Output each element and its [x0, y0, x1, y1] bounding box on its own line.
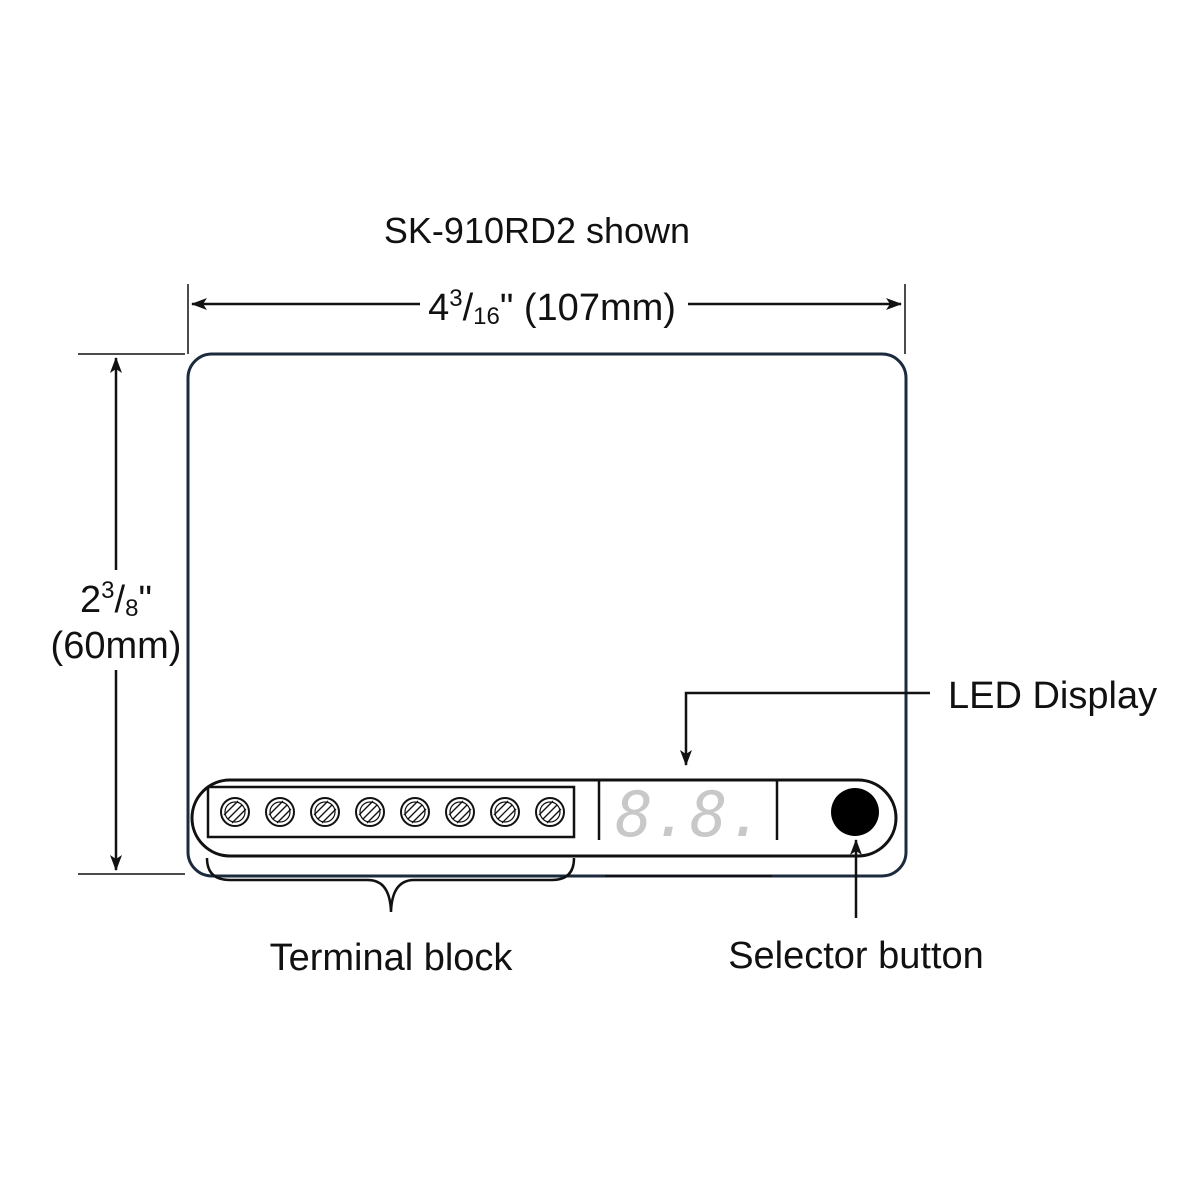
screw-slot — [317, 804, 333, 820]
screw-ring — [449, 801, 471, 823]
terminal-screw — [265, 797, 295, 827]
screw-slot — [358, 800, 374, 816]
screw-ring — [359, 801, 381, 823]
screw-slot — [493, 800, 509, 816]
front-strip: 8.8. — [190, 778, 898, 877]
led-display-label: LED Display — [948, 675, 1157, 717]
screw-slot — [313, 800, 329, 816]
terminal-screws — [220, 797, 565, 827]
terminal-screw — [535, 797, 565, 827]
screw-slot — [497, 804, 513, 820]
screw-slot — [362, 804, 378, 820]
screw-slot — [407, 804, 423, 820]
terminal-screw — [400, 797, 430, 827]
screw-slot — [403, 800, 419, 816]
height-dimension: 23/8" (60mm) — [51, 353, 185, 875]
screw-slot — [276, 808, 292, 824]
screw-ring — [269, 801, 291, 823]
screw-slot — [411, 808, 427, 824]
selector-button-label: Selector button — [728, 935, 984, 977]
screw-slot — [546, 808, 562, 824]
screw-ring — [494, 801, 516, 823]
width-dimension: 43/16" (107mm) — [187, 284, 906, 354]
diagram-title: SK-910RD2 shown — [384, 210, 690, 251]
screw-slot — [448, 800, 464, 816]
terminal-block-callout: Terminal block — [205, 857, 576, 979]
screw-ring — [539, 801, 561, 823]
screw-slot — [542, 804, 558, 820]
screw-ring — [224, 801, 246, 823]
screw-slot — [321, 808, 337, 824]
screw-slot — [231, 808, 247, 824]
screw-slot — [538, 800, 554, 816]
height-metric-label: (60mm) — [51, 625, 182, 667]
terminal-screw — [445, 797, 475, 827]
device-outline — [186, 352, 908, 878]
terminal-screw — [310, 797, 340, 827]
width-label: 43/16" (107mm) — [428, 285, 676, 330]
screw-slot — [227, 804, 243, 820]
selector-button-callout: Selector button — [728, 839, 984, 977]
selector-button[interactable] — [831, 788, 879, 836]
screw-ring — [404, 801, 426, 823]
screw-slot — [268, 800, 284, 816]
screw-slot — [272, 804, 288, 820]
terminal-brace — [205, 857, 576, 913]
terminal-screw — [220, 797, 250, 827]
led-display: 8.8. — [615, 778, 764, 851]
screw-ring — [314, 801, 336, 823]
screw-slot — [456, 808, 472, 824]
terminal-screw — [355, 797, 385, 827]
screw-slot — [366, 808, 382, 824]
terminal-block-label: Terminal block — [270, 937, 514, 979]
screw-slot — [452, 804, 468, 820]
screw-slot — [223, 800, 239, 816]
terminal-screw — [490, 797, 520, 827]
screw-slot — [501, 808, 517, 824]
height-fraction-label: 23/8" — [80, 577, 152, 622]
led-display-callout: LED Display — [680, 675, 1157, 766]
